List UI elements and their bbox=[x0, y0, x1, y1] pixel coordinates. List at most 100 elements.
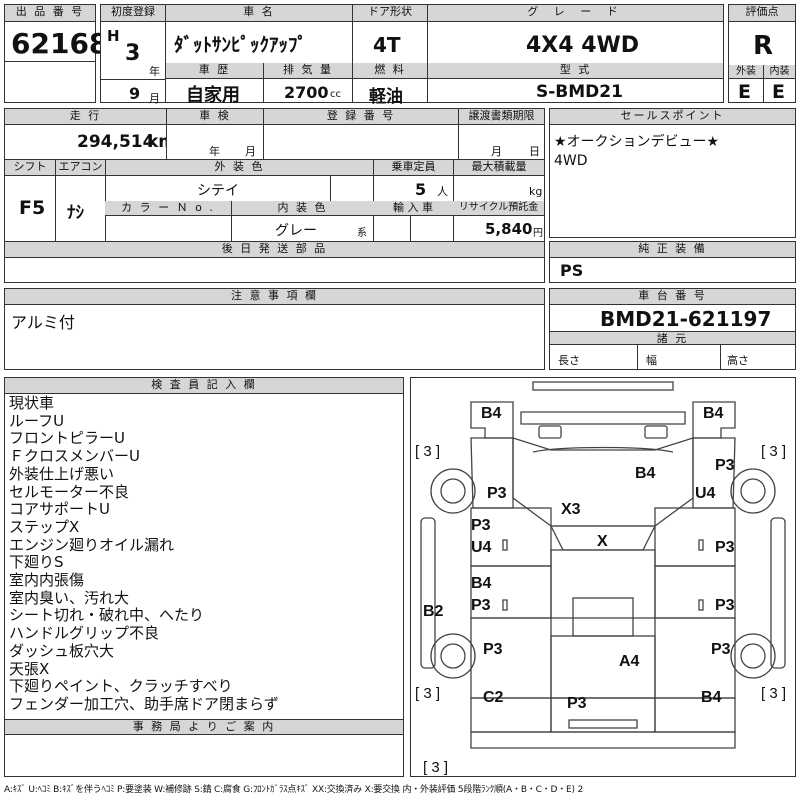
door-label: ドア形状 bbox=[353, 5, 427, 22]
notes-label: 注 意 事 項 欄 bbox=[5, 289, 544, 305]
ac-label: エアコン bbox=[55, 160, 105, 176]
recycle-fee-label: リサイクル預託金 bbox=[453, 201, 544, 216]
era-letter: H bbox=[107, 27, 120, 45]
spec-label: 諸 元 bbox=[550, 331, 795, 345]
grille bbox=[520, 411, 686, 425]
max-load-unit: kg bbox=[529, 185, 543, 198]
top-bar bbox=[532, 381, 674, 391]
overall-score: R bbox=[753, 31, 774, 61]
inspector-note-line: フェンダー加工穴、助手席ドア閉まらず bbox=[9, 694, 279, 713]
registration-number-cell: 登 録 番 号 bbox=[263, 108, 459, 160]
shift: F5 bbox=[19, 197, 46, 219]
left-step bbox=[420, 517, 436, 669]
damage-mark: P3 bbox=[711, 641, 731, 658]
vehicle-history: 自家用 bbox=[186, 85, 240, 106]
cab-roof bbox=[550, 549, 656, 619]
tire-tread-mark: [ 3 ] bbox=[761, 443, 786, 460]
fuel: 軽油 bbox=[369, 87, 403, 107]
rear-plate bbox=[568, 719, 638, 729]
rear-right-tire bbox=[730, 633, 776, 679]
sales-point-line-1: ★オークションデビュー★ bbox=[554, 134, 720, 150]
lot-number: 62168 bbox=[11, 27, 109, 60]
color-number-label: カ ラ ー Ｎ o . bbox=[105, 201, 231, 216]
inspector-note-line: 現状車 bbox=[9, 394, 55, 412]
inspector-note-line: 下廻りペイント、クラッチすべり bbox=[9, 677, 233, 696]
front-left-tire bbox=[430, 468, 476, 514]
damage-mark: P3 bbox=[487, 485, 507, 502]
lot-number-label: 出 品 番 号 bbox=[5, 5, 95, 22]
damage-mark: P3 bbox=[715, 539, 735, 556]
transfer-deadline-cell: 譲渡書類期限 月 日 bbox=[458, 108, 545, 160]
recycle-fee-unit: 円 bbox=[533, 228, 543, 239]
registration-month: 9 bbox=[129, 84, 141, 103]
exterior-color: シテイ bbox=[197, 183, 239, 199]
car-name-label: 車 名 bbox=[166, 5, 352, 22]
damage-mark: B4 bbox=[481, 405, 502, 422]
air-conditioner: ﾅｼ bbox=[67, 203, 84, 223]
tire-tread-mark: [ 3 ] bbox=[415, 443, 440, 460]
exterior-label: 外装 bbox=[729, 65, 763, 79]
right-bed-side bbox=[654, 617, 736, 699]
import-label: 輸 入 車 bbox=[373, 201, 453, 216]
history-label: 車 歴 bbox=[166, 63, 263, 79]
rear-window bbox=[572, 597, 634, 637]
inspector-note-line: 室内内張傷 bbox=[9, 571, 85, 590]
score-label: 評価点 bbox=[729, 5, 795, 22]
inspection-label: 車 検 bbox=[167, 109, 263, 125]
left-front-handle bbox=[502, 539, 508, 551]
sales-point-label: セールスポイント bbox=[550, 109, 795, 125]
height-label: 高さ bbox=[727, 354, 749, 367]
tire-tread-mark: [ 3 ] bbox=[761, 685, 786, 702]
chassis-cell: 車 台 番 号 BMD21-621197 諸 元 長さ 幅 高さ bbox=[549, 288, 796, 370]
length-label: 長さ bbox=[558, 354, 580, 367]
left-bed-side bbox=[470, 617, 552, 699]
inspector-note-line: シート切れ・破れ中、へたり bbox=[9, 606, 205, 625]
lot-number-cell: 出 品 番 号 62168 bbox=[4, 4, 108, 62]
right-front-handle bbox=[698, 539, 704, 551]
damage-mark: P3 bbox=[715, 457, 735, 474]
interior-color: グレー bbox=[275, 223, 317, 239]
damage-mark: X3 bbox=[561, 501, 581, 518]
fuel-label: 燃 料 bbox=[353, 63, 427, 79]
grade: 4X4 4WD bbox=[526, 33, 640, 58]
right-step bbox=[770, 517, 786, 669]
left-rear-handle bbox=[502, 599, 508, 611]
recycle-fee: 5,840 bbox=[485, 220, 533, 238]
mileage: 294,514 bbox=[77, 132, 155, 152]
max-load-label: 最大積載量 bbox=[453, 160, 544, 176]
lot-number-blank bbox=[4, 61, 96, 103]
displacement-unit: cc bbox=[330, 89, 341, 100]
damage-legend: A:ｷｽﾞ U:ﾍｺﾐ B:ｷｽﾞを伴うﾍｺﾐ P:要塗装 W:補修跡 S:錆 … bbox=[4, 785, 583, 795]
front-left-rim bbox=[440, 478, 466, 504]
damage-mark: P3 bbox=[471, 517, 491, 534]
interior-color-suffix: 系 bbox=[357, 228, 367, 239]
width-label: 幅 bbox=[646, 354, 657, 367]
inspector-note-line: ステップX bbox=[9, 517, 80, 536]
genuine-equipment-cell: 純 正 装 備 PS bbox=[549, 241, 796, 283]
damage-mark: C2 bbox=[483, 689, 504, 706]
inspector-note-line: セルモーター不良 bbox=[9, 482, 130, 501]
transfer-month-unit: 月 bbox=[491, 145, 502, 158]
damage-mark: X bbox=[597, 533, 608, 550]
inspector-note-line: ＦクロスメンバーU bbox=[9, 447, 140, 466]
door-cell: ドア形状 4T 燃 料 軽油 bbox=[352, 4, 428, 107]
inspection-month-unit: 月 bbox=[245, 145, 256, 158]
rear-left-tire bbox=[430, 633, 476, 679]
damage-mark: U4 bbox=[695, 485, 716, 502]
chassis-label: 車 台 番 号 bbox=[550, 289, 795, 305]
inspector-note-line: ハンドルグリップ不良 bbox=[9, 624, 160, 643]
rear-bumper bbox=[470, 731, 736, 749]
car-name-cell: 車 名 ﾀﾞｯﾄｻﾝﾋﾟｯｸｱｯﾌﾟ 車 歴 排 気 量 自家用 2700 cc bbox=[165, 4, 353, 106]
inspector-notes-label: 検 査 員 記 入 欄 bbox=[5, 378, 403, 394]
inspector-note-line: エンジン廻りオイル漏れ bbox=[9, 535, 175, 554]
genuine-equipment: PS bbox=[560, 261, 584, 280]
sales-point-line-2: 4WD bbox=[554, 153, 588, 169]
front-right-tire bbox=[730, 468, 776, 514]
exterior-color-label: 外 装 色 bbox=[105, 160, 373, 176]
tire-tread-mark: [ 3 ] bbox=[415, 685, 440, 702]
score-cell: 評価点 R 外装 内装 E E bbox=[728, 4, 796, 103]
exterior-score: E bbox=[738, 81, 751, 103]
capacity-unit: 人 bbox=[437, 185, 448, 198]
grade-label: グ レ ー ド bbox=[428, 5, 723, 22]
